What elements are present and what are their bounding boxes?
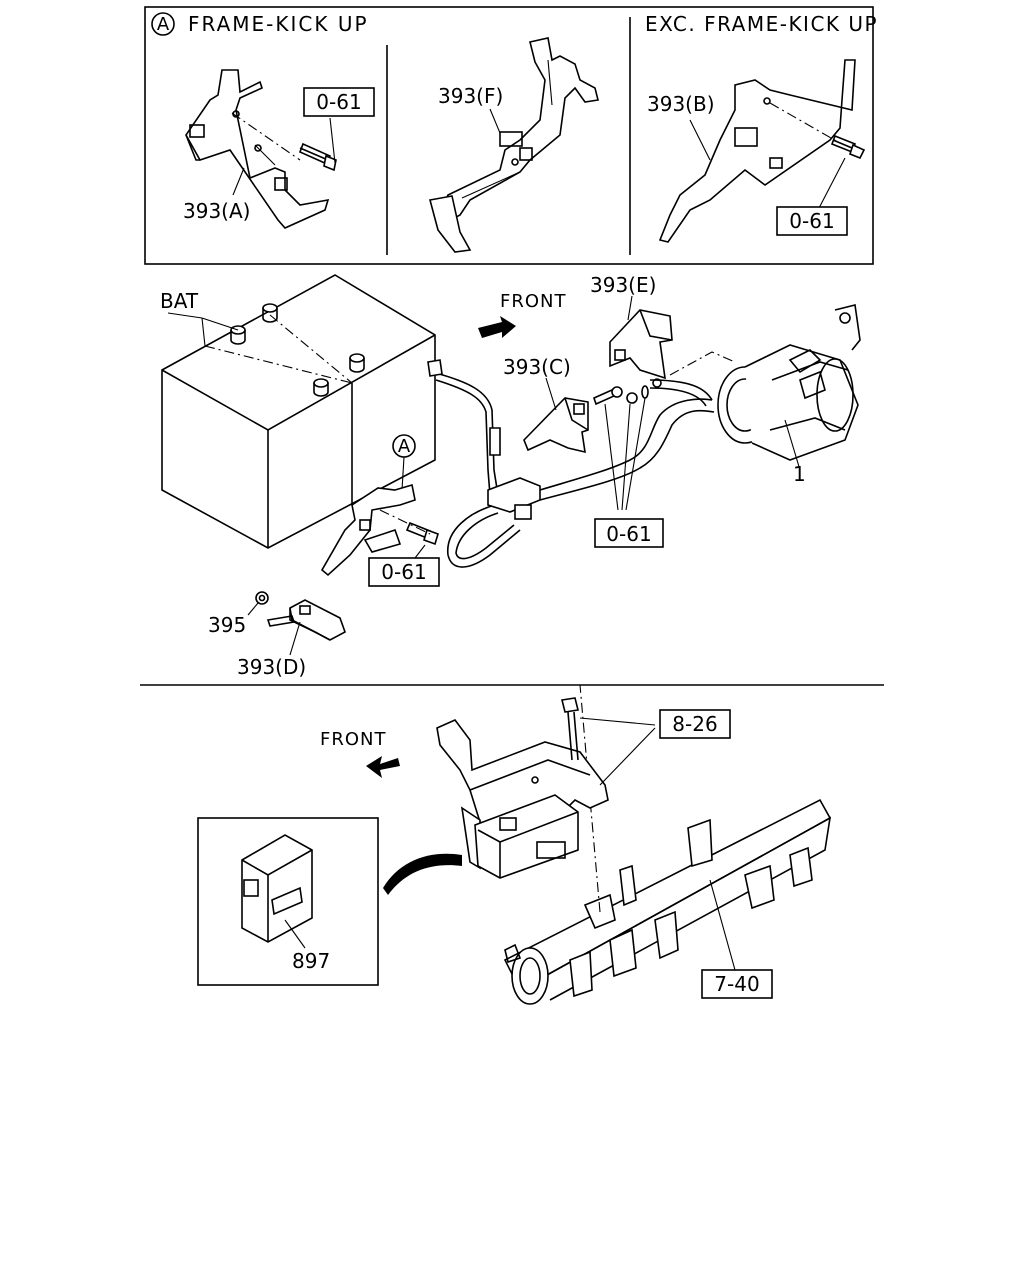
ref-0-61-cable: 0-61: [606, 522, 651, 546]
part-393e-label: 393(E): [590, 273, 656, 297]
frame-kick-up-title: FRAME-KICK UP: [188, 12, 369, 36]
battery-cable-drawing: [427, 351, 736, 568]
top-panel: A FRAME-KICK UP EXC. FRAME-KICK UP 0-61 …: [144, 6, 878, 265]
bracket-393a-drawing: [185, 69, 337, 229]
top-panel-frame: [144, 6, 874, 265]
ref-box-8-26: [659, 709, 731, 739]
circle-marker-a: [151, 12, 175, 36]
circle-marker-a-text: A: [157, 14, 170, 35]
circle-marker-a-middle-text: A: [398, 436, 411, 457]
bracket-circle-a-drawing: [320, 434, 439, 577]
inset-frame: [197, 817, 379, 986]
control-unit-bracket-drawing: [436, 697, 656, 879]
middle-section: BAT FRONT: [160, 273, 861, 679]
part-393b-label: 393(B): [647, 92, 715, 116]
ref-box-0-61-top-left: [303, 87, 375, 117]
battery-label: BAT: [160, 289, 199, 313]
curved-arrow-icon: [383, 853, 462, 895]
ref-box-0-61-top-right: [776, 206, 848, 236]
part-897-label: 897: [292, 949, 330, 973]
ref-0-61-top-right: 0-61: [789, 209, 834, 233]
ref-0-61-top-left: 0-61: [316, 90, 361, 114]
part-395-label: 395: [208, 613, 246, 637]
arrow-left-icon: [366, 756, 400, 778]
starter-motor-drawing: [717, 304, 861, 471]
part-393d-label: 393(D): [237, 655, 306, 679]
front-label-middle: FRONT: [500, 291, 567, 312]
arrow-right-icon: [478, 316, 516, 338]
bottom-section: FRONT 7-40: [197, 684, 832, 1005]
ref-box-0-61-cable: [594, 518, 664, 548]
bracket-393c-drawing: [523, 377, 638, 454]
ref-8-26: 8-26: [672, 712, 717, 736]
ref-0-61-bracket: 0-61: [381, 560, 426, 584]
part-393f-label: 393(F): [438, 84, 503, 108]
frame-rail-drawing: [503, 684, 832, 1005]
ref-7-40: 7-40: [714, 972, 759, 996]
ref-box-0-61-bracket: [368, 557, 440, 587]
control-unit-897-drawing: [241, 834, 313, 949]
battery-drawing: [161, 274, 436, 549]
bracket-393f-drawing: [429, 37, 599, 253]
part-393a-label: 393(A): [183, 199, 250, 223]
part-1-label: 1: [793, 462, 806, 486]
front-label-bottom: FRONT: [320, 729, 387, 750]
bracket-393b-drawing: [658, 59, 866, 243]
ref-box-7-40: [701, 969, 773, 999]
exc-frame-kick-up-title: EXC. FRAME-KICK UP: [645, 12, 878, 36]
bracket-393e-drawing: [609, 295, 673, 380]
bracket-393d-drawing: [247, 591, 346, 656]
part-393c-label: 393(C): [503, 355, 571, 379]
